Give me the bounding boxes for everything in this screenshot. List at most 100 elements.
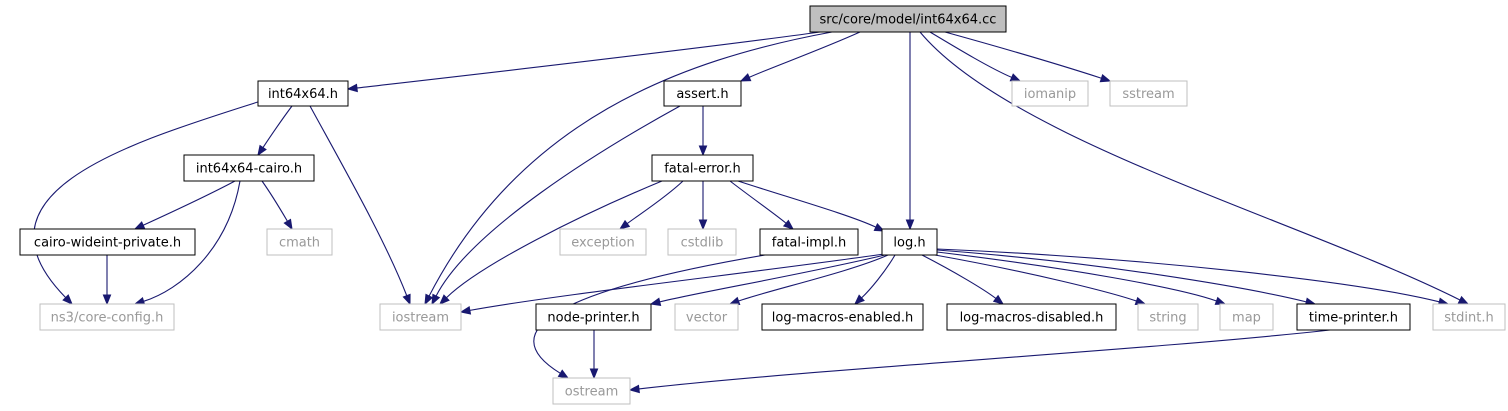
edge-root-to-iostream bbox=[424, 31, 833, 306]
node-box bbox=[266, 228, 333, 256]
edge-arrowhead bbox=[698, 145, 708, 157]
node-string: string bbox=[1137, 303, 1199, 331]
node-cstdlib: cstdlib bbox=[667, 228, 737, 256]
edge-arrowhead bbox=[424, 293, 434, 306]
edge-arrowhead bbox=[628, 384, 640, 394]
node-sstream: sstream bbox=[1109, 80, 1188, 107]
edge-arrowhead bbox=[782, 219, 795, 230]
edge-fatal_error_h-to-log_h bbox=[737, 180, 886, 232]
node-log-enabled-h[interactable]: log-macros-enabled.h bbox=[761, 303, 924, 331]
node-box bbox=[1137, 303, 1199, 331]
node-fatal-impl-h[interactable]: fatal-impl.h bbox=[759, 228, 859, 256]
edge-line bbox=[262, 105, 293, 148]
node-box bbox=[761, 303, 924, 331]
edge-root-to-stdint_h bbox=[919, 31, 1470, 305]
edge-arrowhead bbox=[102, 294, 112, 306]
edge-line bbox=[729, 180, 787, 224]
edge-line bbox=[435, 105, 681, 297]
node-box bbox=[1219, 303, 1274, 331]
edge-arrowhead bbox=[346, 83, 358, 93]
edge-root-to-log_h bbox=[905, 31, 915, 231]
edges bbox=[33, 31, 1470, 394]
edge-arrowhead bbox=[854, 294, 865, 305]
edge-line bbox=[921, 254, 997, 299]
edge-arrowhead bbox=[992, 294, 1005, 305]
node-int64x64-h[interactable]: int64x64.h bbox=[257, 80, 349, 107]
node-label: int64x64.h bbox=[268, 87, 338, 102]
node-assert-h[interactable]: assert.h bbox=[663, 80, 742, 107]
node-map: map bbox=[1219, 303, 1274, 331]
node-fatal-error-h[interactable]: fatal-error.h bbox=[651, 154, 754, 182]
edge-arrowhead bbox=[431, 293, 441, 306]
node-label: fatal-impl.h bbox=[772, 236, 846, 251]
edge-root-to-assert_h bbox=[739, 31, 861, 82]
edge-log_h-to-log_disabled_h bbox=[921, 254, 1005, 305]
edge-line bbox=[919, 31, 1461, 301]
node-box bbox=[39, 303, 175, 331]
edge-fatal_error_h-to-exception bbox=[618, 180, 684, 230]
node-box bbox=[881, 228, 938, 256]
edge-time_printer_h-to-ostream bbox=[628, 329, 1331, 394]
node-box bbox=[19, 228, 196, 256]
edge-line bbox=[356, 31, 821, 89]
edge-line bbox=[929, 31, 1012, 78]
edge-assert_h-to-iostream bbox=[431, 105, 681, 306]
edge-line bbox=[446, 180, 663, 299]
edge-arrowhead bbox=[1457, 295, 1470, 305]
node-label: int64x64-cairo.h bbox=[196, 162, 302, 177]
node-label: src/core/model/int64x64.cc bbox=[820, 13, 997, 28]
edge-arrowhead bbox=[739, 73, 752, 82]
edge-arrowhead bbox=[1134, 296, 1147, 306]
edge-arrowhead bbox=[402, 293, 411, 306]
node-iomanip: iomanip bbox=[1011, 80, 1089, 107]
edge-root-to-int64x64_h bbox=[346, 31, 821, 93]
node-box bbox=[663, 80, 742, 107]
node-root[interactable]: src/core/model/int64x64.cc bbox=[809, 5, 1007, 33]
node-box bbox=[1109, 80, 1188, 107]
node-core-config-h: ns3/core-config.h bbox=[39, 303, 175, 331]
edge-log_h-to-node_printer_h bbox=[649, 254, 886, 306]
node-wideint-h[interactable]: cairo-wideint-private.h bbox=[19, 228, 196, 256]
edge-line bbox=[638, 329, 1331, 390]
node-box bbox=[1011, 80, 1089, 107]
node-box bbox=[809, 5, 1007, 33]
node-log-h[interactable]: log.h bbox=[881, 228, 938, 256]
node-label: log-macros-disabled.h bbox=[960, 311, 1104, 326]
node-time-printer-h[interactable]: time-printer.h bbox=[1296, 303, 1411, 331]
edge-arrowhead bbox=[283, 218, 293, 231]
edge-assert_h-to-fatal_error_h bbox=[698, 106, 708, 157]
edge-arrowhead bbox=[133, 221, 146, 230]
nodes: src/core/model/int64x64.cc int64x64.h asse… bbox=[19, 5, 1506, 405]
edge-arrowhead bbox=[1099, 73, 1112, 83]
edge-line bbox=[936, 248, 1440, 303]
node-node-printer-h[interactable]: node-printer.h bbox=[535, 303, 652, 331]
edge-line bbox=[626, 180, 684, 225]
edge-arrowhead bbox=[459, 306, 472, 315]
node-label: vector bbox=[686, 311, 728, 326]
edge-log_h-to-vector bbox=[728, 254, 889, 305]
edge-line bbox=[944, 31, 1102, 79]
edge-arrowhead bbox=[905, 219, 915, 231]
node-label: log.h bbox=[893, 236, 925, 251]
edge-fatal_error_h-to-iostream bbox=[439, 180, 663, 305]
node-label: cmath bbox=[279, 236, 320, 251]
edge-line bbox=[738, 254, 889, 302]
node-log-disabled-h[interactable]: log-macros-disabled.h bbox=[946, 303, 1117, 331]
edge-arrowhead bbox=[698, 219, 708, 231]
node-label: map bbox=[1232, 311, 1261, 326]
node-cairo-h[interactable]: int64x64-cairo.h bbox=[183, 154, 315, 182]
edge-fatal_error_h-to-cstdlib bbox=[698, 181, 708, 231]
node-label: ostream bbox=[565, 385, 619, 400]
edge-line bbox=[469, 253, 885, 311]
node-iostream: iostream bbox=[379, 303, 462, 331]
node-box bbox=[379, 303, 462, 331]
edge-log_h-to-stdint_h bbox=[936, 248, 1450, 306]
node-stdint-h: stdint.h bbox=[1432, 303, 1506, 331]
node-label: string bbox=[1149, 311, 1186, 326]
edge-line bbox=[659, 254, 886, 303]
edge-node_printer_h-to-ostream bbox=[589, 330, 599, 380]
edge-line bbox=[142, 180, 236, 226]
edge-arrowhead bbox=[439, 294, 450, 305]
edge-line bbox=[737, 180, 877, 228]
